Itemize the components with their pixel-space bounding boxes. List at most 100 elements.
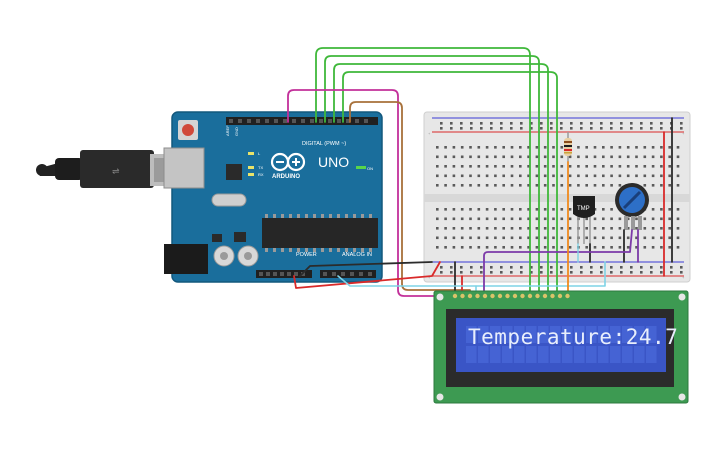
breadboard-hole: [510, 165, 514, 168]
breadboard-hole: [444, 146, 447, 149]
svg-text:+: +: [682, 275, 685, 280]
breadboard-hole: [452, 236, 456, 240]
lcd-pin: [497, 293, 503, 299]
breadboard-hole: [436, 146, 439, 149]
breadboard-hole: [626, 174, 630, 178]
breadboard-hole: [436, 236, 439, 240]
breadboard-rail-hole: [460, 127, 463, 130]
breadboard-hole: [527, 165, 530, 168]
breadboard-hole: [444, 155, 447, 159]
gnd-top-label: GND: [234, 127, 239, 136]
breadboard-rail-hole: [510, 271, 513, 274]
lcd-char-cell: [574, 326, 585, 343]
breadboard-rail-hole: [600, 266, 603, 269]
wires: [287, 47, 673, 297]
breadboard-rail-hole: [650, 127, 653, 130]
breadboard-rail-hole: [490, 266, 493, 269]
breadboard-hole: [643, 174, 647, 178]
svg-text:+: +: [682, 131, 685, 136]
breadboard-rail-hole: [610, 266, 613, 269]
breadboard-hole: [485, 208, 489, 211]
breadboard-rail-hole: [450, 271, 453, 274]
breadboard-hole: [502, 165, 505, 168]
breadboard-hole: [436, 184, 439, 187]
breadboard-rail-hole: [520, 122, 523, 125]
breadboard-hole: [568, 208, 572, 211]
breadboard-hole: [552, 217, 555, 221]
breadboard-rail-hole: [680, 122, 683, 125]
lcd-char-cell: [502, 346, 513, 363]
breadboard-hole: [477, 236, 481, 240]
breadboard-hole: [668, 184, 671, 187]
breadboard-hole: [527, 217, 530, 221]
breadboard-hole: [660, 174, 663, 178]
breadboard-hole: [535, 246, 539, 249]
breadboard-hole: [568, 227, 572, 230]
breadboard-hole: [610, 217, 613, 221]
breadboard-hole: [502, 246, 505, 249]
breadboard-hole: [444, 174, 447, 178]
breadboard-hole: [552, 155, 555, 159]
breadboard-hole: [444, 227, 447, 230]
breadboard-hole: [485, 174, 489, 178]
breadboard-hole: [585, 184, 588, 187]
breadboard-hole: [560, 184, 564, 187]
breadboard-hole: [626, 165, 630, 168]
breadboard-hole: [668, 208, 671, 211]
breadboard-hole: [494, 246, 497, 249]
breadboard-hole: [610, 155, 613, 159]
lcd-pin: [535, 293, 540, 299]
reset-button[interactable]: [182, 124, 194, 136]
breadboard-hole: [643, 146, 647, 149]
breadboard-hole: [610, 146, 613, 149]
breadboard-hole: [527, 184, 530, 187]
breadboard-hole: [535, 227, 539, 230]
breadboard-hole: [626, 236, 630, 240]
breadboard-rail-hole: [590, 266, 593, 269]
breadboard-rail-hole: [670, 266, 673, 269]
breadboard-hole: [469, 155, 472, 159]
breadboard-rail-hole: [610, 122, 613, 125]
breadboard-hole: [651, 208, 655, 211]
lcd-char-cell: [634, 346, 645, 363]
analog-in-label: ANALOG IN: [342, 252, 372, 258]
breadboard-hole: [660, 184, 663, 187]
lcd-char-cell: [478, 346, 489, 363]
breadboard-hole: [477, 184, 481, 187]
potentiometer-knob-icon[interactable]: [615, 183, 649, 230]
breadboard-rail-hole: [510, 127, 513, 130]
digital-pwm-label: DIGITAL (PWM ~): [302, 141, 346, 147]
breadboard-hole: [618, 236, 622, 240]
breadboard-hole: [585, 246, 588, 249]
breadboard-rail-hole: [490, 271, 493, 274]
breadboard-hole: [585, 155, 588, 159]
breadboard-rail-hole: [440, 127, 443, 130]
breadboard-rail-hole: [470, 266, 473, 269]
breadboard-hole: [560, 227, 564, 230]
breadboard-hole: [568, 184, 572, 187]
breadboard-hole: [618, 155, 622, 159]
breadboard-hole: [668, 146, 671, 149]
breadboard-hole: [460, 227, 464, 230]
breadboard-hole: [643, 236, 647, 240]
breadboard-hole: [618, 184, 622, 187]
breadboard-hole: [602, 155, 605, 159]
breadboard-hole: [560, 217, 564, 221]
breadboard-hole: [477, 217, 481, 221]
lcd-char-cell: [646, 346, 657, 363]
breadboard-hole: [676, 217, 680, 221]
breadboard-rail-hole: [540, 127, 543, 130]
lcd-char-cell: [502, 326, 513, 343]
breadboard-hole: [460, 208, 464, 211]
breadboard-hole: [527, 146, 530, 149]
board-model: UNO: [318, 154, 349, 170]
breadboard-hole: [660, 217, 663, 221]
breadboard-hole: [660, 236, 663, 240]
breadboard-hole: [527, 227, 530, 230]
breadboard-hole: [668, 217, 671, 221]
breadboard-hole: [585, 174, 588, 178]
breadboard-rail-hole: [580, 127, 583, 130]
breadboard-hole: [510, 236, 514, 240]
breadboard-hole: [543, 174, 547, 178]
breadboard-rail-hole: [590, 271, 593, 274]
